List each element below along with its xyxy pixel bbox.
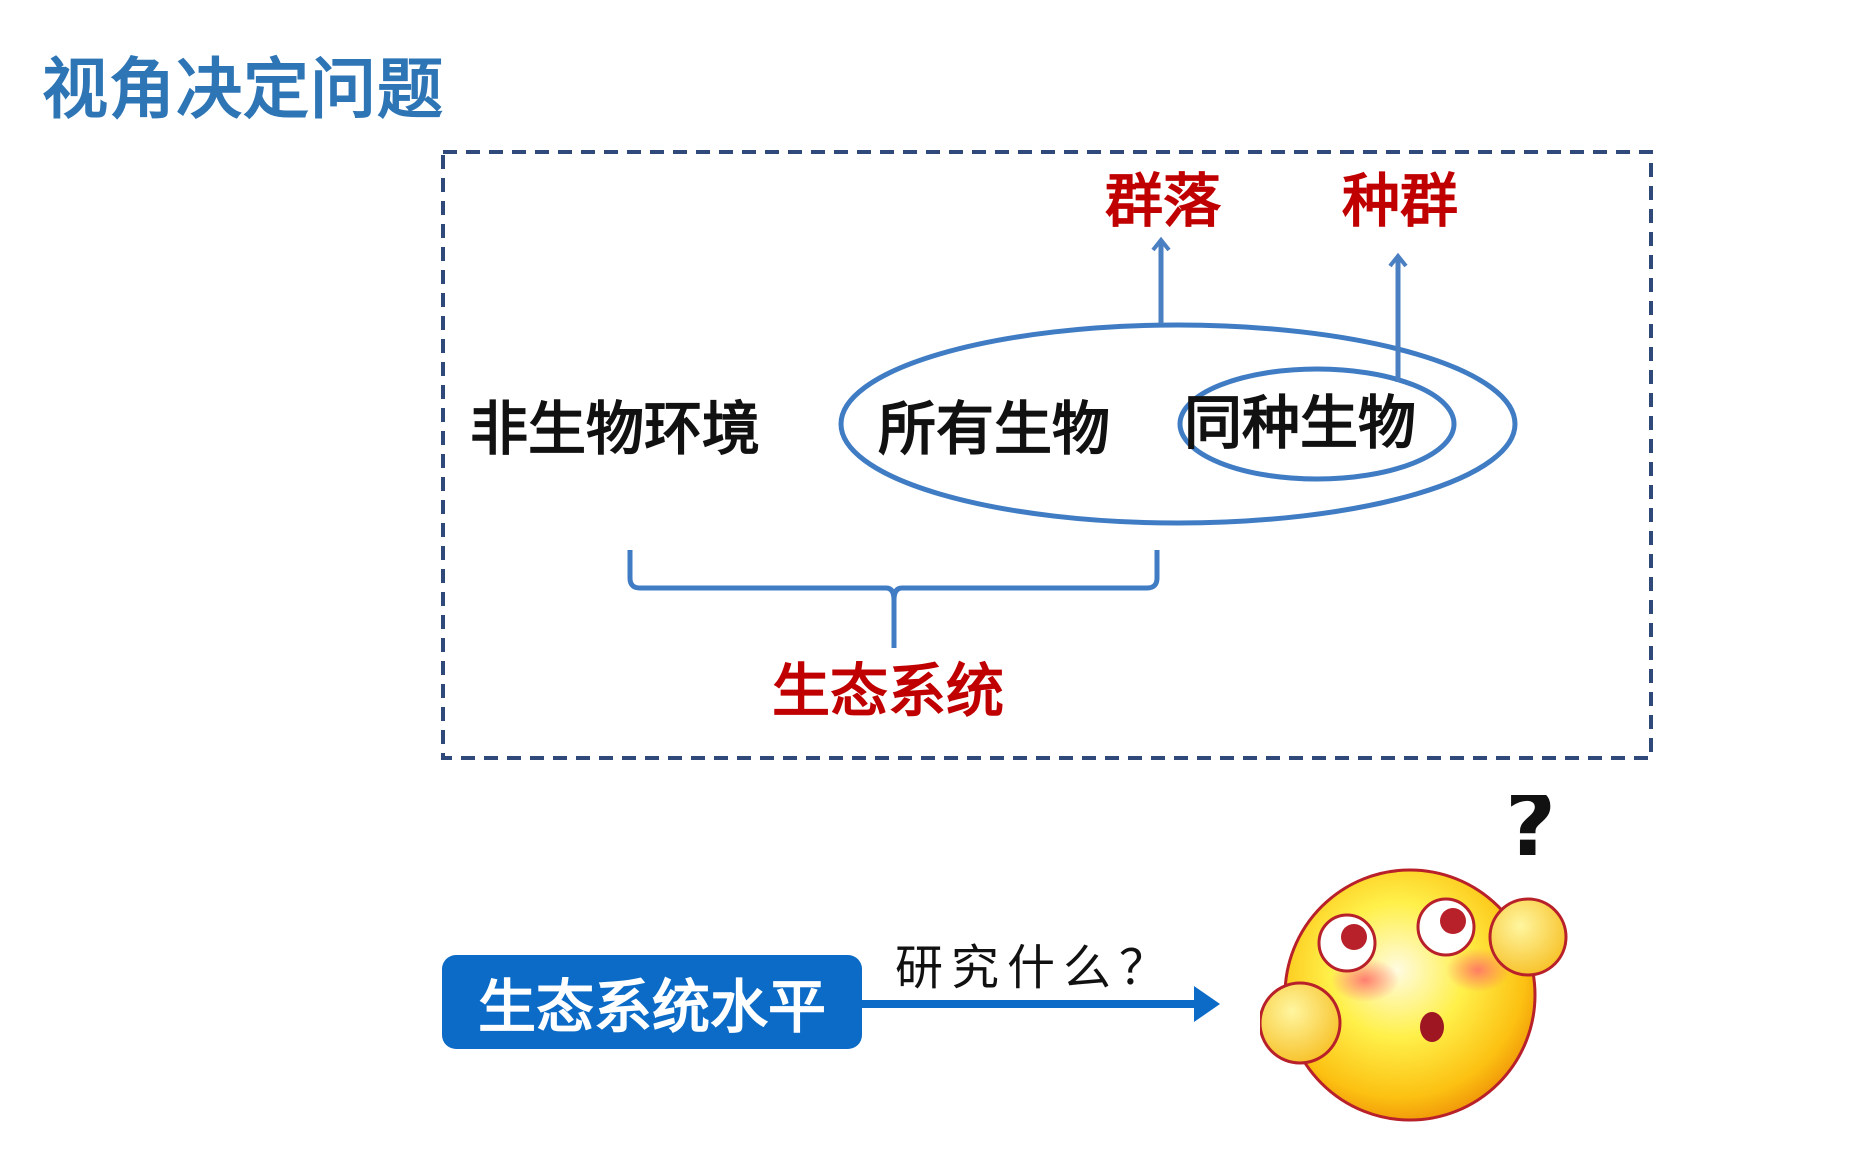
dashed-frame	[441, 150, 1653, 760]
right-cheek	[1446, 948, 1510, 992]
page-title: 视角决定问题	[42, 51, 444, 128]
left-pupil	[1341, 924, 1367, 950]
mouth	[1420, 1012, 1444, 1042]
abiotic-environment-label: 非生物环境	[470, 395, 761, 463]
thinking-face-icon: ?	[1260, 795, 1568, 1122]
ecosystem-level-label: 生态系统水平	[477, 973, 826, 1041]
ecosystem-label: 生态系统	[772, 657, 1005, 725]
all-organisms-ellipse	[838, 322, 1518, 526]
all-organisms-label: 所有生物	[878, 395, 1111, 463]
research-question: 研究什么？	[895, 940, 1176, 996]
same-species-label: 同种生物	[1184, 389, 1417, 457]
right-pupil	[1440, 908, 1466, 934]
level-arrow	[862, 986, 1220, 1022]
left-hand	[1260, 981, 1342, 1065]
ecosystem-brace	[627, 550, 1160, 648]
same-species-ellipse	[1177, 366, 1457, 482]
right-hand	[1488, 897, 1568, 977]
community-label: 群落	[1105, 167, 1222, 235]
question-mark-icon: ?	[1505, 795, 1556, 876]
ecosystem-level-box: 生态系统水平	[442, 955, 862, 1049]
population-label: 种群	[1342, 167, 1459, 235]
